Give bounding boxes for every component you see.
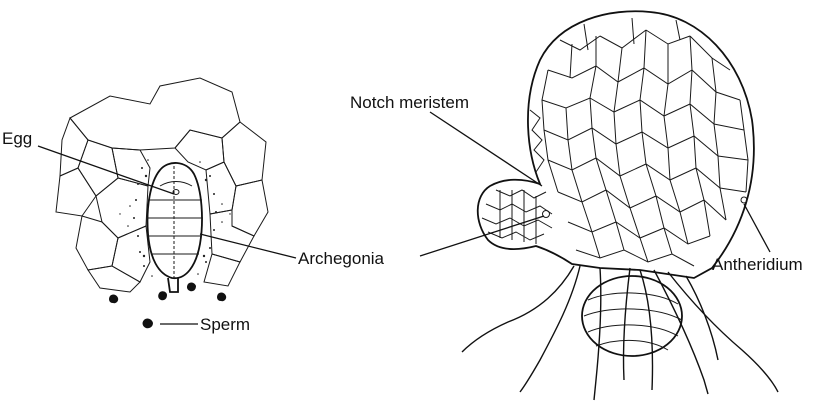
label-egg: Egg bbox=[2, 129, 32, 148]
thallus-cells bbox=[542, 18, 748, 266]
antheridium-leader bbox=[744, 204, 770, 252]
prothallus: Notch meristem Antheridium bbox=[350, 11, 803, 400]
archegonium-detail: Egg Archegonia Sperm bbox=[2, 78, 385, 334]
label-archegonia: Archegonia bbox=[298, 249, 385, 268]
meristem-cells bbox=[482, 110, 552, 244]
label-sperm: Sperm bbox=[200, 315, 250, 334]
rhizoids bbox=[462, 266, 778, 400]
label-antheridium: Antheridium bbox=[712, 255, 803, 274]
notch-meristem-leader bbox=[430, 112, 542, 186]
archegonium-body bbox=[147, 163, 203, 292]
archegonia-leader-right bbox=[420, 216, 544, 256]
label-notch-meristem: Notch meristem bbox=[350, 93, 469, 112]
